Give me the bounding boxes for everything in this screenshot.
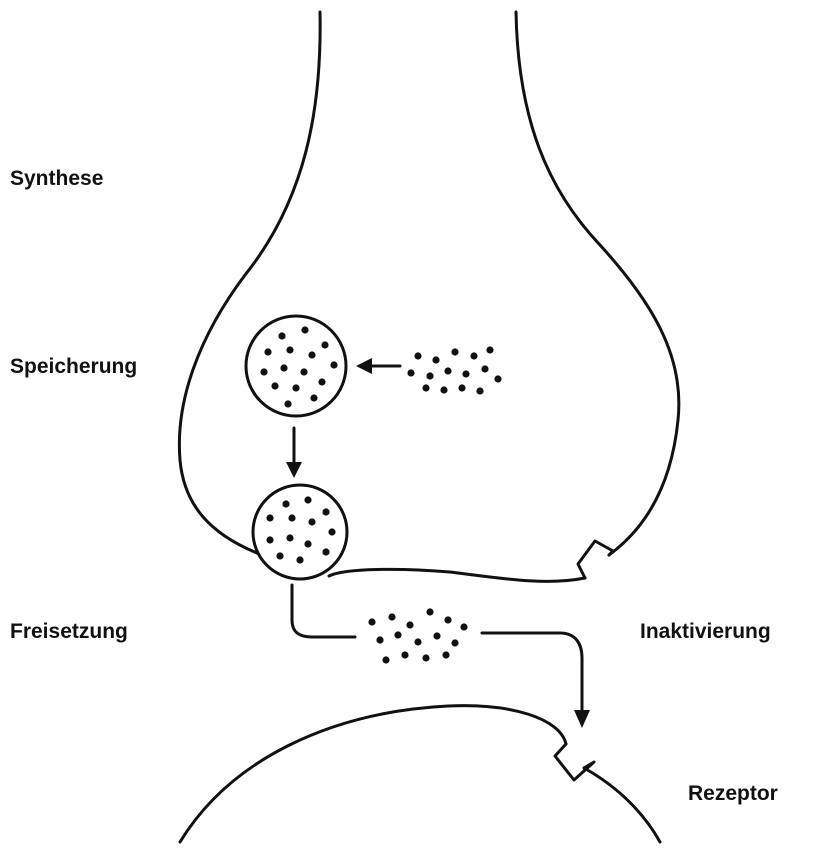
vesicle-dot — [292, 384, 299, 391]
vesicle-dot — [288, 514, 295, 521]
vesicle-dot — [276, 552, 283, 559]
vesicle-dot — [278, 332, 285, 339]
transmitter-dot — [388, 613, 395, 620]
transmitter-dot — [406, 621, 413, 628]
vesicle-dot — [318, 378, 325, 385]
transmitter-dot — [401, 651, 408, 658]
reuptake-site — [578, 541, 613, 578]
vesicle-dot — [282, 500, 289, 507]
receptor-arrow — [482, 633, 590, 728]
release-label: Freisetzung — [10, 621, 128, 642]
transmitter-dot — [476, 387, 483, 394]
vesicle-dot — [304, 496, 311, 503]
vesicle-dot — [304, 540, 311, 547]
vesicle-dot — [310, 394, 317, 401]
vesicle-dot — [308, 518, 315, 525]
vesicle-dot — [260, 368, 267, 375]
vesicle-dot — [301, 326, 308, 333]
vesicle-dot — [322, 548, 329, 555]
presynaptic-membrane-bottom — [329, 569, 585, 581]
postsynaptic-membrane-right — [584, 768, 660, 842]
vesicle-dot — [286, 346, 293, 353]
transmitter-dot — [414, 638, 421, 645]
presynaptic-membrane-left — [179, 12, 320, 555]
transmitter-dot — [460, 623, 467, 630]
transmitter-dot — [442, 651, 449, 658]
vesicle-dot — [266, 514, 273, 521]
synthesized-transmitter-dots — [407, 346, 501, 394]
presynaptic-membrane-right — [516, 12, 679, 555]
transmitter-dot — [444, 367, 451, 374]
transmitter-dot — [426, 608, 433, 615]
vesicle-dot — [321, 341, 328, 348]
vesicle-dot — [296, 556, 303, 563]
vesicle-dot — [286, 534, 293, 541]
transmitter-dot — [376, 636, 383, 643]
storage-arrow — [356, 358, 400, 374]
transmitter-dot — [422, 384, 429, 391]
transmitter-dot — [486, 346, 493, 353]
vesicle-dot — [284, 400, 291, 407]
transmitter-dot — [426, 372, 433, 379]
vesicle-dot — [328, 528, 335, 535]
transmitter-dot — [470, 352, 477, 359]
vesicle-dot — [264, 348, 271, 355]
synthesis-label: Synthese — [10, 168, 103, 189]
postsynaptic-membrane — [180, 706, 566, 842]
transmitter-dot — [422, 654, 429, 661]
vesicle-dot — [300, 368, 307, 375]
transmitter-dot — [440, 386, 447, 393]
vesicle-dot — [280, 364, 287, 371]
receptor-site — [555, 744, 594, 780]
transmitter-dot — [368, 618, 375, 625]
transmitter-dot — [481, 365, 488, 372]
vesicle-dot — [271, 382, 278, 389]
vesicle-dot — [330, 361, 337, 368]
cleft-transmitter-dots — [368, 608, 467, 663]
transmitter-dot — [494, 375, 501, 382]
transmitter-dot — [451, 639, 458, 646]
transmitter-dot — [451, 348, 458, 355]
inactivation-label: Inaktivierung — [640, 621, 771, 642]
storage-label: Speicherung — [10, 356, 137, 377]
transmitter-dot — [432, 356, 439, 363]
transmitter-dot — [382, 656, 389, 663]
transport-arrow — [286, 428, 302, 478]
vesicle-dot — [308, 351, 315, 358]
transmitter-dot — [414, 352, 421, 359]
transmitter-dot — [433, 632, 440, 639]
release-path — [292, 585, 355, 637]
transmitter-dot — [444, 616, 451, 623]
vesicle-dot — [322, 508, 329, 515]
transmitter-dot — [462, 370, 469, 377]
transmitter-dot — [458, 384, 465, 391]
receptor-label: Rezeptor — [688, 783, 778, 804]
transmitter-dot — [407, 369, 414, 376]
transmitter-dot — [394, 631, 401, 638]
vesicle-dot — [266, 536, 273, 543]
